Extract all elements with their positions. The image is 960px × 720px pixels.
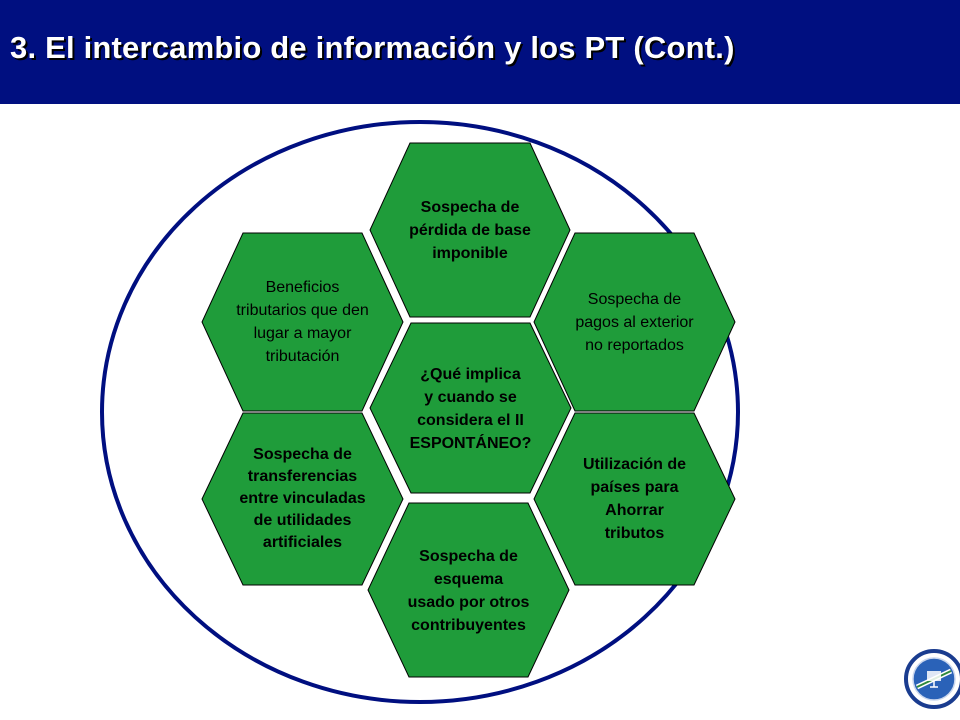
title-bar: 3. El intercambio de información y los P… bbox=[0, 0, 960, 104]
hexagon-top bbox=[369, 142, 571, 318]
hexagon-center bbox=[369, 322, 572, 494]
hexagon-lower-right bbox=[533, 412, 736, 586]
institution-seal-logo bbox=[904, 649, 960, 709]
hexagon-bottom bbox=[367, 502, 570, 678]
slide-title: 3. El intercambio de información y los P… bbox=[10, 30, 735, 65]
hexagon-upper-right bbox=[533, 232, 736, 412]
outer-ellipse bbox=[100, 120, 740, 704]
hexagon-lower-left bbox=[201, 412, 404, 586]
hexagon-upper-left bbox=[201, 232, 404, 412]
